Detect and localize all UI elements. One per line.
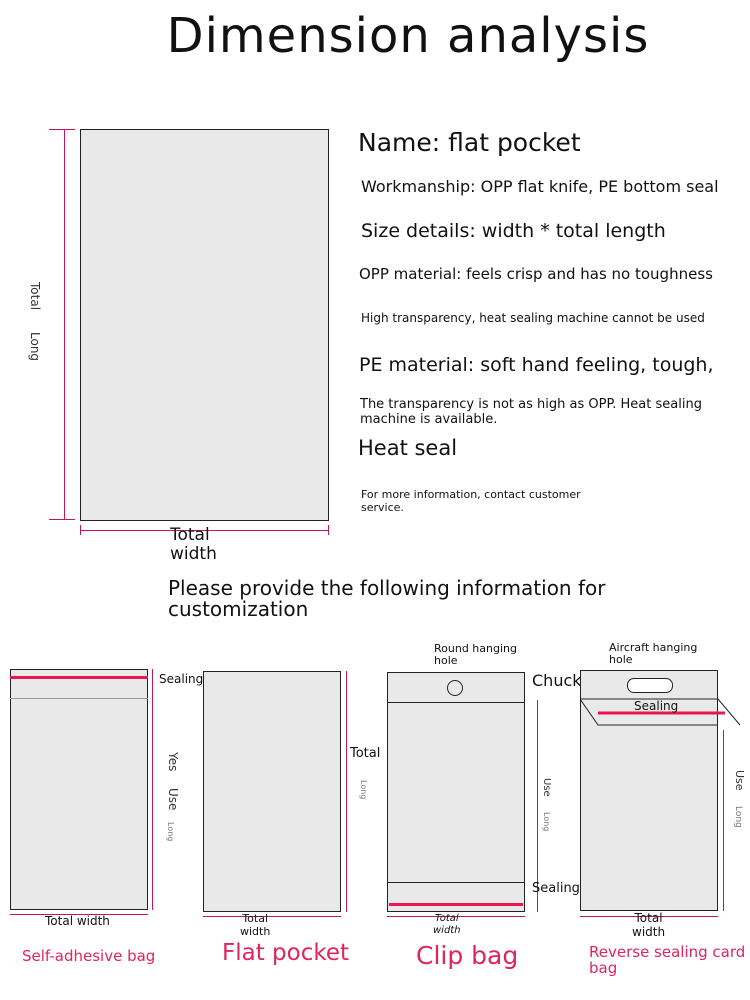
flat-pocket-small-illustration	[203, 671, 341, 912]
sealing-label: Sealing	[532, 881, 580, 896]
dimension-line	[387, 916, 525, 917]
info-pe: PE material: soft hand feeling, tough,	[359, 354, 714, 376]
tick	[49, 129, 75, 130]
total-width-label: Total width	[45, 914, 110, 928]
dimension-line	[346, 671, 347, 912]
total-label: Total	[350, 746, 381, 761]
customization-prompt: Please provide the following information…	[168, 576, 606, 621]
long-label: Long	[542, 812, 551, 832]
flat-pocket-caption: Flat pocket	[222, 940, 350, 966]
reverse-flap-lines	[580, 698, 741, 726]
flat-pocket-illustration	[80, 129, 329, 521]
dimension-line	[203, 916, 341, 917]
use-label: Use	[166, 788, 180, 811]
clip-bag-caption: Clip bag	[416, 941, 519, 970]
sealing-strip	[389, 903, 523, 906]
total-width-label: Total width	[632, 911, 666, 939]
bottom-line	[387, 882, 525, 883]
info-pe-note: The transparency is not as high as OPP. …	[360, 397, 702, 427]
total-width-label: Total width	[240, 912, 271, 938]
long-label: Long	[166, 822, 175, 842]
reverse-sealing-bag-illustration	[580, 670, 718, 911]
reverse-sealing-caption: Reverse sealing card bag	[589, 943, 746, 977]
sealing-label: Sealing	[159, 672, 204, 686]
round-hole-label: Round hanging hole	[434, 642, 517, 667]
length-label-long: Long	[28, 332, 42, 362]
info-contact: For more information, contact customer s…	[361, 488, 581, 514]
clip-bag-illustration	[387, 672, 525, 912]
width-label: Total width	[170, 525, 217, 564]
dimension-line	[152, 669, 153, 910]
self-adhesive-caption: Self-adhesive bag	[22, 947, 156, 965]
info-size: Size details: width * total length	[361, 220, 666, 242]
tick	[80, 525, 81, 535]
long-label: Long	[733, 806, 743, 828]
dimension-line	[723, 730, 724, 911]
adhesive-strip	[10, 676, 148, 679]
dimension-line	[580, 916, 718, 917]
chuck-label: Chuck	[532, 671, 582, 690]
info-workmanship: Workmanship: OPP flat knife, PE bottom s…	[361, 177, 719, 196]
long-label: Long	[359, 780, 368, 800]
yes-label: Yes	[166, 752, 180, 772]
header-line	[387, 702, 525, 703]
info-heat-seal: Heat seal	[358, 436, 458, 460]
page-title: Dimension analysis	[166, 8, 650, 64]
length-label-total: Total	[28, 282, 42, 311]
info-opp: OPP material: feels crisp and has no tou…	[359, 265, 713, 283]
info-opp-note: High transparency, heat sealing machine …	[361, 311, 705, 325]
dimension-line	[537, 700, 538, 912]
tick	[49, 519, 75, 520]
round-hole-icon	[447, 680, 463, 696]
info-name: Name: flat pocket	[358, 128, 581, 157]
width-dimension-line	[80, 530, 329, 531]
use-label: Use	[733, 770, 746, 791]
dimension-line	[10, 914, 148, 915]
self-adhesive-bag-illustration	[10, 669, 148, 910]
length-dimension-line	[64, 129, 65, 520]
tick	[328, 525, 329, 535]
use-label: Use	[541, 778, 552, 797]
aircraft-hole-label: Aircraft hanging hole	[609, 641, 698, 666]
aircraft-hole-icon	[627, 678, 673, 693]
flap-line	[10, 698, 148, 699]
sealing-label: Sealing	[634, 699, 679, 713]
total-width-label: Total width	[433, 913, 461, 936]
